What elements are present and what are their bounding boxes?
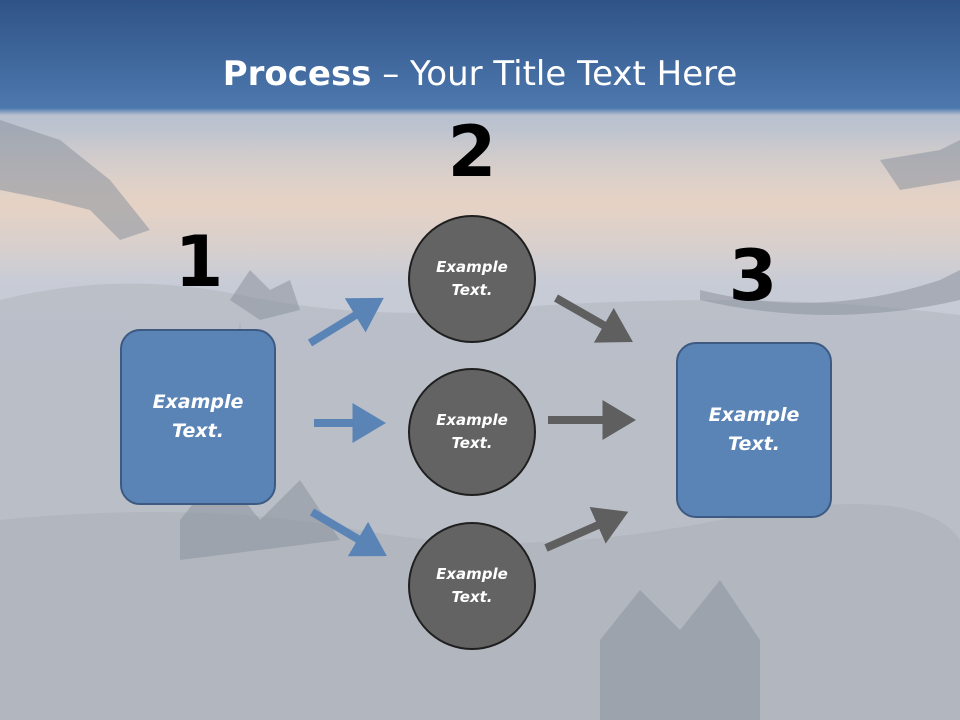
arrow-start-to-bottom (309, 508, 387, 557)
arrow-top-to-end (554, 294, 633, 343)
slide-title: Process – Your Title Text Here (0, 52, 960, 96)
circle-middle: Example Text. (408, 368, 536, 496)
arrow-start-to-top (307, 297, 384, 347)
title-rest: – Your Title Text Here (371, 54, 738, 94)
end-box-text: Example Text. (708, 404, 800, 455)
circle-bottom: Example Text. (408, 522, 536, 650)
circle-top-text: Example Text. (436, 258, 508, 299)
step-number-2: 2 (447, 111, 497, 193)
step-number-1: 1 (174, 221, 224, 303)
circle-middle-text: Example Text. (436, 411, 508, 452)
step-number-3: 3 (728, 235, 778, 317)
title-bold: Process (222, 54, 372, 94)
start-box: Example Text. (120, 329, 276, 505)
start-box-text: Example Text. (152, 391, 244, 442)
arrow-bottom-to-end (544, 507, 629, 552)
end-box: Example Text. (676, 342, 832, 518)
circle-bottom-text: Example Text. (436, 565, 508, 606)
circle-top: Example Text. (408, 215, 536, 343)
